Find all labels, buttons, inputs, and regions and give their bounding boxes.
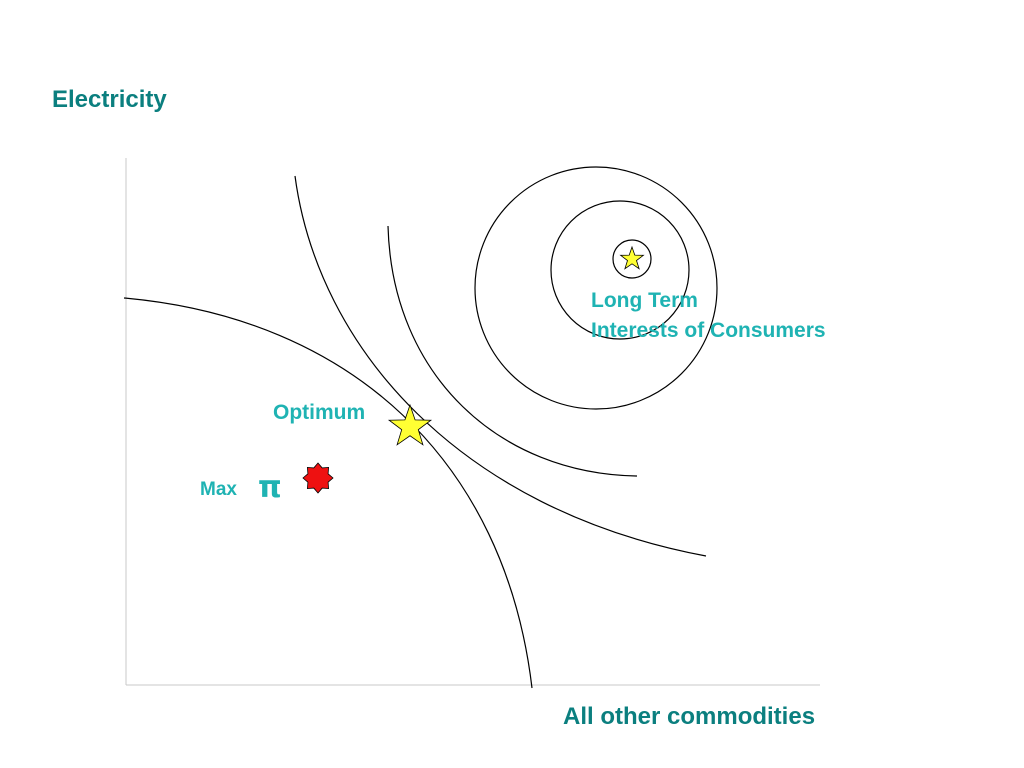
middle-contour-circle — [550, 200, 690, 340]
indifference-curve-1 — [294, 175, 707, 557]
long-term-label-line2: Interests of Consumers — [591, 319, 826, 342]
long-term-star-icon — [619, 245, 645, 270]
x-axis-title: All other commodities — [563, 703, 816, 730]
production-frontier-curve — [123, 297, 533, 689]
y-axis-title: Electricity — [52, 86, 167, 113]
max-profit-marker-icon — [302, 462, 334, 494]
indifference-curve-2 — [387, 225, 638, 477]
optimum-label: Optimum — [273, 401, 366, 424]
long-term-label-line1: Long Term — [591, 289, 698, 312]
pi-symbol-label: π — [258, 470, 282, 505]
optimum-star-icon — [387, 403, 433, 446]
max-label: Max — [200, 479, 237, 500]
inner-contour-circle — [612, 239, 652, 279]
outer-contour-circle — [474, 166, 718, 410]
